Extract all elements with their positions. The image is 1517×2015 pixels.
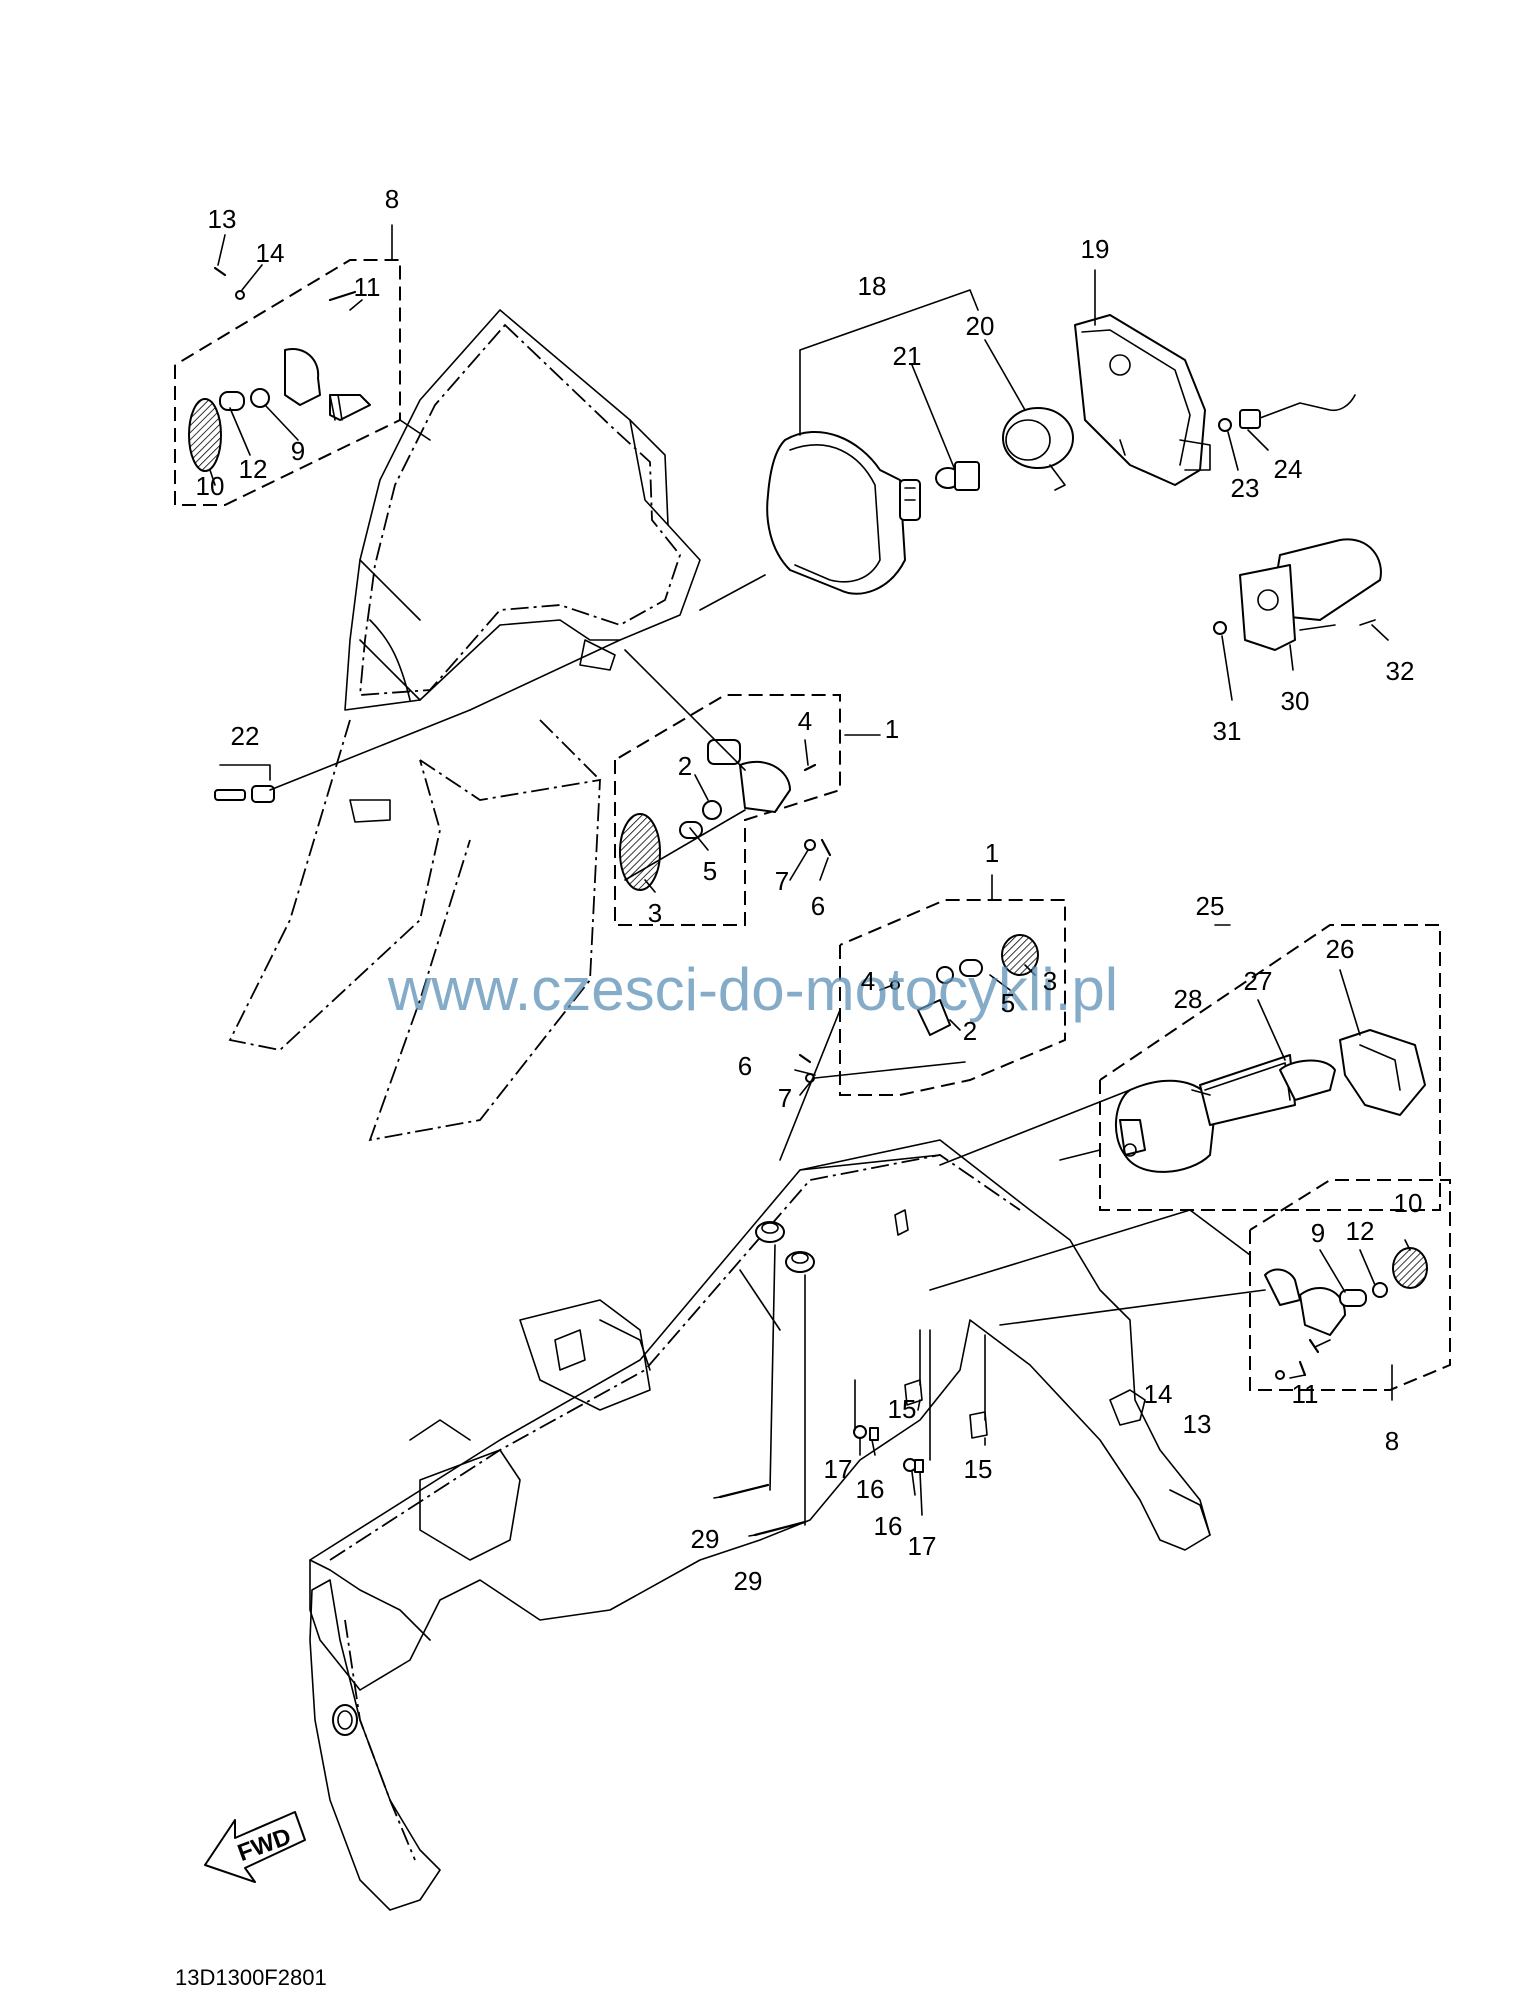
callout-label: 22 xyxy=(231,721,260,751)
callout-label: 3 xyxy=(1043,966,1057,996)
callout-label: 6 xyxy=(738,1051,752,1081)
callout-label: 29 xyxy=(691,1524,720,1554)
callout-label: 4 xyxy=(798,706,812,736)
callout-label: 5 xyxy=(703,856,717,886)
rear-right-flasher xyxy=(1249,1179,1451,1391)
callout-label: 3 xyxy=(648,898,662,928)
callout-label: 17 xyxy=(908,1531,937,1561)
leader-lines xyxy=(209,224,1411,1526)
callout-label: 28 xyxy=(1174,984,1203,1014)
callout-label: 14 xyxy=(256,238,285,268)
callout-label: 16 xyxy=(874,1511,903,1541)
callout-label: 10 xyxy=(196,471,225,501)
callout-label: 8 xyxy=(385,184,399,214)
callout-label: 1 xyxy=(985,838,999,868)
callout-label: 13 xyxy=(208,204,237,234)
callout-label: 23 xyxy=(1231,473,1260,503)
callout-label: 32 xyxy=(1386,656,1415,686)
callout-label: 6 xyxy=(811,891,825,921)
callout-label: 15 xyxy=(964,1454,993,1484)
turn-signal-upper xyxy=(614,694,841,926)
callout-label: 11 xyxy=(1292,1379,1319,1409)
callout-label: 9 xyxy=(291,436,305,466)
turn-signal-lower xyxy=(798,899,1066,1096)
callout-label: 29 xyxy=(734,1566,763,1596)
callout-numbers: 13 8 14 11 9 10 12 18 21 20 19 23 24 32 … xyxy=(196,184,1423,1596)
callout-label: 20 xyxy=(966,311,995,341)
license-light xyxy=(1213,538,1382,651)
callout-label: 14 xyxy=(1144,1379,1173,1409)
callout-label: 4 xyxy=(861,966,875,996)
callout-label: 21 xyxy=(893,341,922,371)
front-cowl xyxy=(228,309,701,1142)
callout-label: 2 xyxy=(963,1016,977,1046)
callout-label: 31 xyxy=(1213,716,1242,746)
callout-label: 30 xyxy=(1281,686,1310,716)
callout-label: 7 xyxy=(778,1083,792,1113)
callout-label: 17 xyxy=(824,1454,853,1484)
callout-label: 9 xyxy=(1311,1218,1325,1248)
rear-fender xyxy=(309,1139,1211,1911)
callout-label: 24 xyxy=(1274,454,1303,484)
callout-label: 5 xyxy=(1001,988,1015,1018)
callout-label: 13 xyxy=(1183,1409,1212,1439)
callout-label: 26 xyxy=(1326,934,1355,964)
drawing-code: 13D1300F2801 xyxy=(175,1965,327,1990)
callout-label: 27 xyxy=(1244,966,1273,996)
hardware xyxy=(713,1425,924,1537)
callout-label: 19 xyxy=(1081,234,1110,264)
callout-label: 12 xyxy=(239,454,268,484)
callout-label: 16 xyxy=(856,1474,885,1504)
callout-label: 10 xyxy=(1394,1188,1423,1218)
watermark: www.czesci-do-motocykli.pl xyxy=(387,956,1118,1023)
callout-label: 15 xyxy=(888,1394,917,1424)
callout-label: 8 xyxy=(1385,1426,1399,1456)
fwd-arrow: FWD xyxy=(204,1811,306,1883)
front-bolt xyxy=(214,764,275,803)
callout-label: 7 xyxy=(775,866,789,896)
callout-label: 12 xyxy=(1346,1216,1375,1246)
callout-label: 11 xyxy=(354,272,381,302)
headlight-assembly xyxy=(766,314,1356,595)
callout-label: 1 xyxy=(885,714,899,744)
callout-label: 2 xyxy=(678,751,692,781)
tail-light-assembly xyxy=(1099,924,1441,1211)
callout-label: 25 xyxy=(1196,891,1225,921)
callout-label: 18 xyxy=(858,271,887,301)
